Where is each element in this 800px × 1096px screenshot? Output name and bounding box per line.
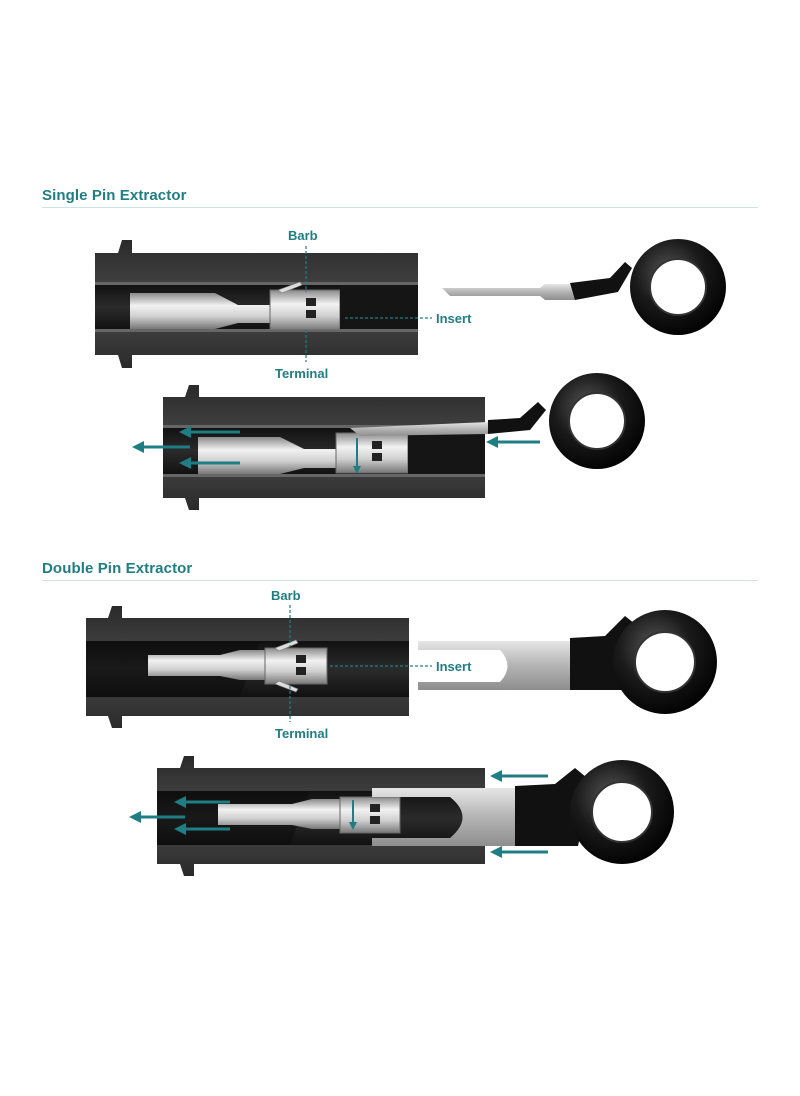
label-terminal-double: Terminal bbox=[275, 726, 328, 741]
single-pin-after bbox=[132, 373, 645, 510]
double-pin-after bbox=[129, 756, 674, 876]
label-insert-single: Insert bbox=[436, 311, 472, 326]
label-insert-double: Insert bbox=[436, 659, 472, 674]
section-title-double: Double Pin Extractor bbox=[42, 560, 193, 577]
label-barb-single: Barb bbox=[288, 228, 318, 243]
label-terminal-single: Terminal bbox=[275, 366, 328, 381]
section-divider-double bbox=[42, 580, 758, 581]
section-title-single: Single Pin Extractor bbox=[42, 187, 187, 204]
double-pin-before: Barb Insert Terminal bbox=[86, 588, 717, 741]
label-barb-double: Barb bbox=[271, 588, 301, 603]
section-divider-single bbox=[42, 207, 758, 208]
single-pin-before: Barb Insert Terminal bbox=[95, 228, 726, 381]
